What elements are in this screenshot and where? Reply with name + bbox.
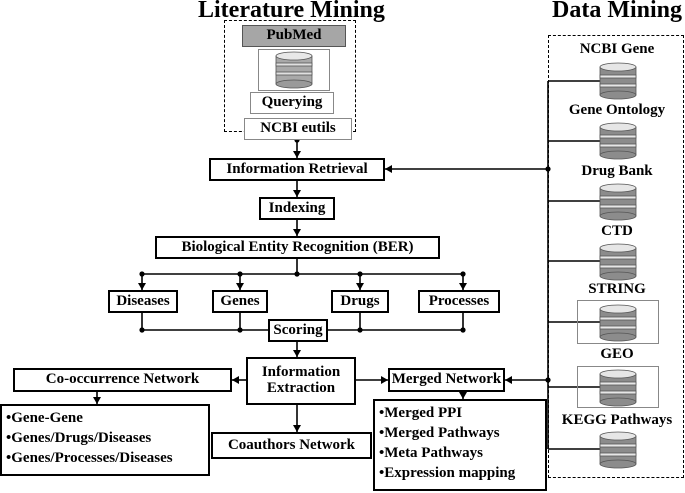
list-item: •Expression mapping <box>379 465 516 481</box>
db-label-string: STRING <box>588 281 646 297</box>
database-icon <box>275 51 313 89</box>
merged-items-list: •Merged PPI •Merged Pathways •Meta Pathw… <box>373 399 547 491</box>
pubmed-database-frame <box>258 49 330 91</box>
literature-mining-heading: Literature Mining <box>198 0 385 23</box>
database-cylinder-svg <box>599 62 637 100</box>
entity-genes-box: Genes <box>212 290 268 313</box>
pubmed-box: PubMed <box>242 25 346 47</box>
database-icon <box>597 369 639 412</box>
list-item: •Genes/Processes/Diseases <box>6 450 173 466</box>
database-icon <box>597 183 639 226</box>
querying-box: Querying <box>250 92 334 114</box>
entity-drugs-box: Drugs <box>331 290 389 313</box>
database-icon <box>597 431 639 474</box>
scoring-box: Scoring <box>268 319 328 342</box>
db-label-ctd: CTD <box>601 223 633 239</box>
database-icon <box>597 62 639 105</box>
information-extraction-line-1: Information <box>261 364 341 381</box>
information-extraction-line-2: Extraction <box>266 380 336 396</box>
geo-database-frame <box>577 366 659 408</box>
db-label-gene-ontology: Gene Ontology <box>568 102 666 118</box>
db-label-geo: GEO <box>600 346 634 362</box>
list-item: •Genes/Drugs/Diseases <box>6 430 152 446</box>
database-icon <box>597 122 639 165</box>
string-database-frame <box>577 300 659 344</box>
cooccurrence-items-list: •Gene-Gene •Genes/Drugs/Diseases •Genes/… <box>0 404 210 476</box>
entity-processes-box: Processes <box>418 290 500 313</box>
db-label-drug-bank: Drug Bank <box>581 163 653 179</box>
merged-network-box: Merged Network <box>388 368 505 392</box>
data-mining-heading: Data Mining <box>552 0 683 23</box>
ber-box: Biological Entity Recognition (BER) <box>155 236 440 259</box>
data-mining-group <box>548 35 684 478</box>
database-cylinder-svg <box>599 431 637 469</box>
entity-diseases-box: Diseases <box>108 290 178 313</box>
cooccurrence-network-box: Co-occurrence Network <box>13 368 232 392</box>
database-icon <box>597 304 639 347</box>
database-cylinder-svg <box>599 304 637 342</box>
list-item: •Gene-Gene <box>6 410 83 426</box>
database-icon <box>597 243 639 286</box>
db-label-kegg-pathways: KEGG Pathways <box>561 412 673 428</box>
ncbi-eutils-box: NCBI eutils <box>244 118 352 140</box>
information-retrieval-box: Information Retrieval <box>209 158 385 181</box>
coauthors-network-box: Coauthors Network <box>211 432 372 459</box>
db-label-ncbi-gene: NCBI Gene <box>579 41 655 57</box>
list-item: •Merged PPI <box>379 405 463 421</box>
database-cylinder-svg <box>599 122 637 160</box>
database-cylinder-svg <box>599 369 637 407</box>
list-item: •Meta Pathways <box>379 445 483 461</box>
database-cylinder-svg <box>599 243 637 281</box>
indexing-box: Indexing <box>259 197 335 220</box>
information-extraction-box: Information Extraction <box>246 357 356 405</box>
database-cylinder-svg <box>599 183 637 221</box>
list-item: •Merged Pathways <box>379 425 500 441</box>
